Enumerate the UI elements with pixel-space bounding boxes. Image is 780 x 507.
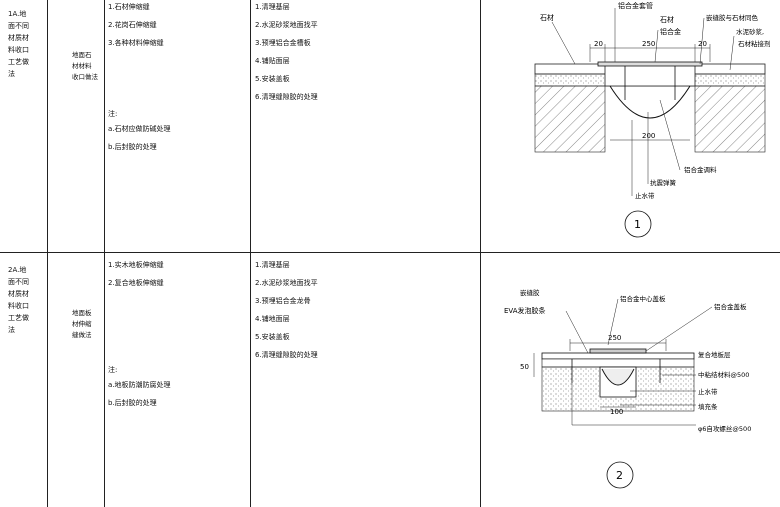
note-item: a.石材应做防碱处理 [108,125,171,133]
label-backing: 填充条 [698,402,718,411]
grid-line [0,252,780,253]
method-line: 收口做法 [72,73,98,81]
row1-code: 1A.地 面不同 材质材 料收口 工艺做 法 [8,8,48,80]
code-line: 1A.地 [8,10,27,18]
grid-line [250,0,251,507]
step-item: 5.安装盖板 [255,333,290,341]
detail-2-section-drawing: 250 50 100 嵌缝胶 EVA发泡胶条 铝合金中心盖板 铝合金盖板 复合地… [504,288,751,489]
row2-notes: a.地板防潮防腐处理 b.后封胶的处理 [108,380,171,416]
step-item: 4.铺贴面层 [255,57,290,65]
row2-method: 地面板 材伸缩 缝做法 [72,308,102,341]
label-waterstop: 止水带 [698,387,718,396]
code-line: 面不同 [8,22,29,30]
dim-label: 100 [610,408,623,416]
grid-line [480,0,481,507]
material-item: 1.石材伸缩缝 [108,3,150,11]
label-eva: EVA发泡胶条 [504,306,546,315]
label-bolt: φ6自攻螺丝@500 [698,424,751,433]
grid-line [104,0,105,507]
detail-number: 2 [616,469,623,482]
row1-steps: 1.清理基层 2.水泥砂浆地面找平 3.预埋铝合金槽板 4.铺贴面层 5.安装盖… [255,2,318,110]
code-line: 法 [8,326,15,334]
code-line: 料收口 [8,302,29,310]
step-item: 1.清理基层 [255,3,290,11]
detail-number: 1 [634,218,641,231]
label-adhesive: 石材粘接剂 [738,39,771,48]
code-line: 材质材 [8,290,29,298]
step-item: 6.清理缝隙胶的处理 [255,351,318,359]
method-line: 地面石 [72,51,92,59]
method-line: 材材料 [72,62,92,70]
label-anchor: 抗震弹簧 [650,178,677,187]
label-al-cover: 铝合金盖板 [714,302,747,311]
method-line: 材伸缩 [72,320,92,328]
row2-note-label: 注: [108,366,118,374]
note-item: b.后封胶的处理 [108,399,157,407]
code-line: 2A.地 [8,266,27,274]
dim-label: 200 [642,132,655,140]
al-center-plate [589,348,647,354]
step-item: 2.水泥砂浆地面找平 [255,21,318,29]
expansion-joint [604,63,696,87]
step-item: 6.清理缝隙胶的处理 [255,93,318,101]
detail-number-badge [624,210,652,238]
row1-materials: 1.石材伸缩缝 2.花岗石伸缩缝 3.各种材料伸缩缝 [108,2,164,56]
material-item: 2.花岗石伸缩缝 [108,21,157,29]
row2-steps: 1.清理基层 2.水泥砂浆地面找平 3.预埋铝合金龙骨 4.铺地面层 5.安装盖… [255,260,318,368]
note-item: b.后封胶的处理 [108,143,157,151]
label-al-sleeve: 铝合金套管 [618,1,653,10]
grid-line [47,0,48,507]
waterstop-curve [601,368,635,386]
foam-layer [541,358,695,368]
concrete-left [534,85,606,153]
material-item: 3.各种材料伸缩缝 [108,39,164,47]
step-item: 3.预埋铝合金龙骨 [255,297,311,305]
step-item: 1.清理基层 [255,261,290,269]
dim-label: 20 [594,40,603,48]
label-al-alloy: 铝合金 [660,27,681,36]
step-item: 3.预埋铝合金槽板 [255,39,311,47]
row1-note-label: 注: [108,110,118,118]
label-composite: 复合地板层 [698,350,731,359]
label-sealant: 嵌缝胶 [520,288,540,297]
row2-materials: 1.实木地板伸缩缝 2.复合地板伸缩缝 [108,260,164,296]
code-line: 法 [8,70,15,78]
dim-label: 250 [608,334,621,342]
label-anchor: 中粘结材料@500 [698,370,749,379]
step-item: 2.水泥砂浆地面找平 [255,279,318,287]
composite-floor-layer [541,352,695,360]
code-line: 材质材 [8,34,29,42]
row1-method: 地面石 材材料 收口做法 [72,50,102,83]
material-item: 1.实木地板伸缩缝 [108,261,164,269]
step-item: 5.安装盖板 [255,75,290,83]
code-line: 工艺做 [8,58,29,66]
row2-code: 2A.地 面不同 材质材 料收口 工艺做 法 [8,264,48,336]
code-line: 面不同 [8,278,29,286]
dim-label: 20 [698,40,707,48]
material-item: 2.复合地板伸缩缝 [108,279,164,287]
concrete-right [694,85,766,153]
waterstop-curve [609,85,691,119]
detail-number-badge [606,461,634,489]
note-item: a.地板防潮防腐处理 [108,381,171,389]
label-al-angle: 铝合金调料 [684,165,717,174]
label-center-plate: 铝合金中心盖板 [620,294,666,303]
label-stone-left: 石材 [540,13,554,22]
dim-label: 250 [642,40,655,48]
detail-1-section-drawing: 20 250 20 200 石材 铝合金套管 石材 铝合金 嵌缝胶与石材同色 水… [534,1,771,238]
al-cover-plate [597,61,703,67]
label-mortar: 水泥砂浆, [736,27,764,36]
step-item: 4.铺地面层 [255,315,290,323]
dim-label: 50 [520,363,529,371]
label-waterstop: 止水带 [635,191,655,200]
row1-notes: a.石材应做防碱处理 b.后封胶的处理 [108,124,171,160]
method-line: 地面板 [72,309,92,317]
label-stone-right: 石材 [660,15,674,24]
code-line: 料收口 [8,46,29,54]
label-sealant: 嵌缝胶与石材同色 [706,13,759,22]
code-line: 工艺做 [8,314,29,322]
method-line: 缝做法 [72,331,92,339]
